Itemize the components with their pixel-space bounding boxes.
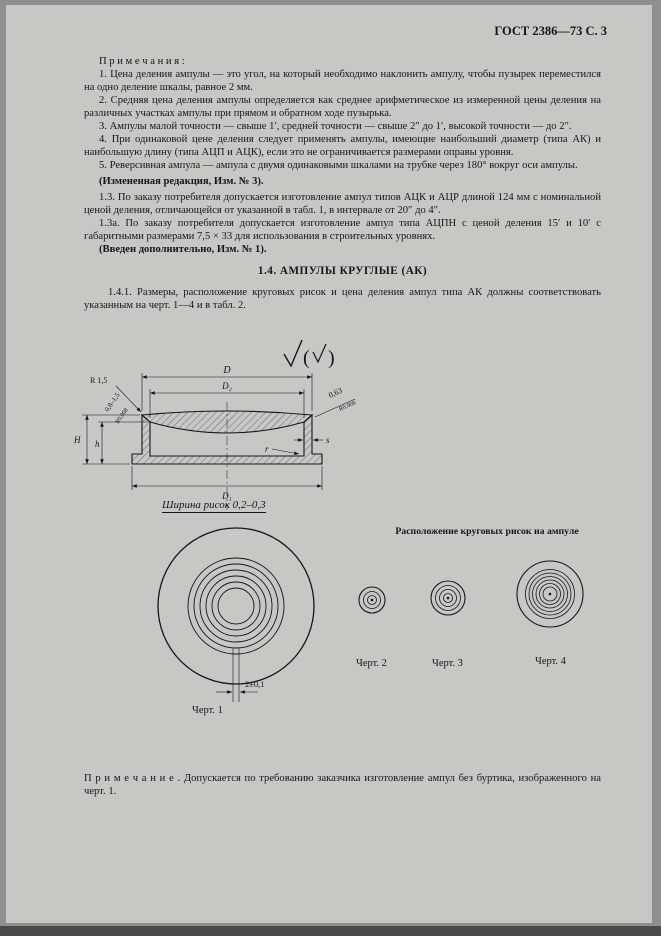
amendment-note: (Измененная редакция, Изм. № 3).: [99, 176, 264, 187]
notes-title: П р и м е ч а н и я :: [99, 56, 185, 67]
scan-edge-shadow: [0, 926, 661, 936]
radius-label: R 1,5: [90, 376, 107, 385]
dim-D1-label: D₁: [221, 491, 232, 501]
ampoule-cross-section-drawing: D D₂ R 1,5 H h s r D₁ 0,8–1,5 R0,008 0,6…: [73, 365, 357, 510]
para-1-3: 1.3. По заказу потребителя допускается и…: [84, 192, 601, 216]
fig3-circular-view: [430, 580, 466, 616]
dim-h-label: h: [95, 439, 100, 449]
footer-note: П р и м е ч а н и е . Допускается по тре…: [84, 772, 601, 797]
paren-open: (: [303, 347, 310, 369]
risk-width-note: Ширина рисок 0,2–0,3: [162, 499, 266, 513]
fig1-circular-view: 2±0,1: [157, 527, 315, 702]
figures-group-title: Расположение круговых рисок на ампуле: [395, 526, 579, 537]
fig3-label: Черт. 3: [432, 658, 463, 669]
note-1: 1. Цена деления ампулы — это угол, на ко…: [84, 69, 601, 93]
note-2: 2. Средняя цена деления ампулы определяе…: [84, 95, 601, 119]
fig4-label: Черт. 4: [535, 656, 566, 667]
note-4: 4. При одинаковой цене деления следует п…: [84, 134, 601, 158]
fig1-label: Черт. 1: [192, 705, 223, 716]
fig1-spacing-dimension: [216, 648, 258, 702]
dimension-lines: [82, 373, 356, 490]
fig2-label: Черт. 2: [356, 658, 387, 669]
note-5: 5. Реверсивная ампула — ампула с двумя о…: [99, 160, 578, 171]
section-title: 1.4. АМПУЛЫ КРУГЛЫЕ (АК): [257, 265, 428, 277]
para-1-4-1: 1.4.1. Размеры, расположение круговых ри…: [84, 287, 601, 311]
dim-s-label: s: [326, 435, 330, 445]
left-roughness-note-1: 0,8–1,5: [103, 391, 122, 413]
dim-D-label: D: [222, 365, 231, 376]
fig4-circular-view: [516, 560, 584, 628]
introduced-note: (Введен дополнительно, Изм. № 1).: [99, 244, 267, 255]
dim-H-label: H: [73, 435, 81, 445]
right-roughness-note-1: 0,63: [327, 386, 343, 400]
surface-finish-icon: ( ): [283, 339, 335, 369]
dish-section: [131, 413, 323, 465]
note-3: 3. Ампулы малой точности — свыше 1′, сре…: [99, 121, 572, 132]
paren-close: ): [328, 347, 335, 369]
fig2-circular-view: [358, 586, 386, 614]
dim-D2-label: D₂: [221, 381, 232, 391]
para-1-3a: 1.3а. По заказу потребителя допускается …: [84, 218, 601, 242]
fig1-circles: [157, 527, 315, 685]
dim-r-label: r: [265, 444, 269, 454]
body-text: П р и м е ч а н и я : 1. Цена деления ам…: [84, 55, 601, 312]
left-roughness-note-2: R0,008: [115, 407, 130, 425]
spacing-label: 2±0,1: [245, 679, 265, 689]
doc-header: ГОСТ 2386—73 С. 3: [494, 24, 607, 38]
